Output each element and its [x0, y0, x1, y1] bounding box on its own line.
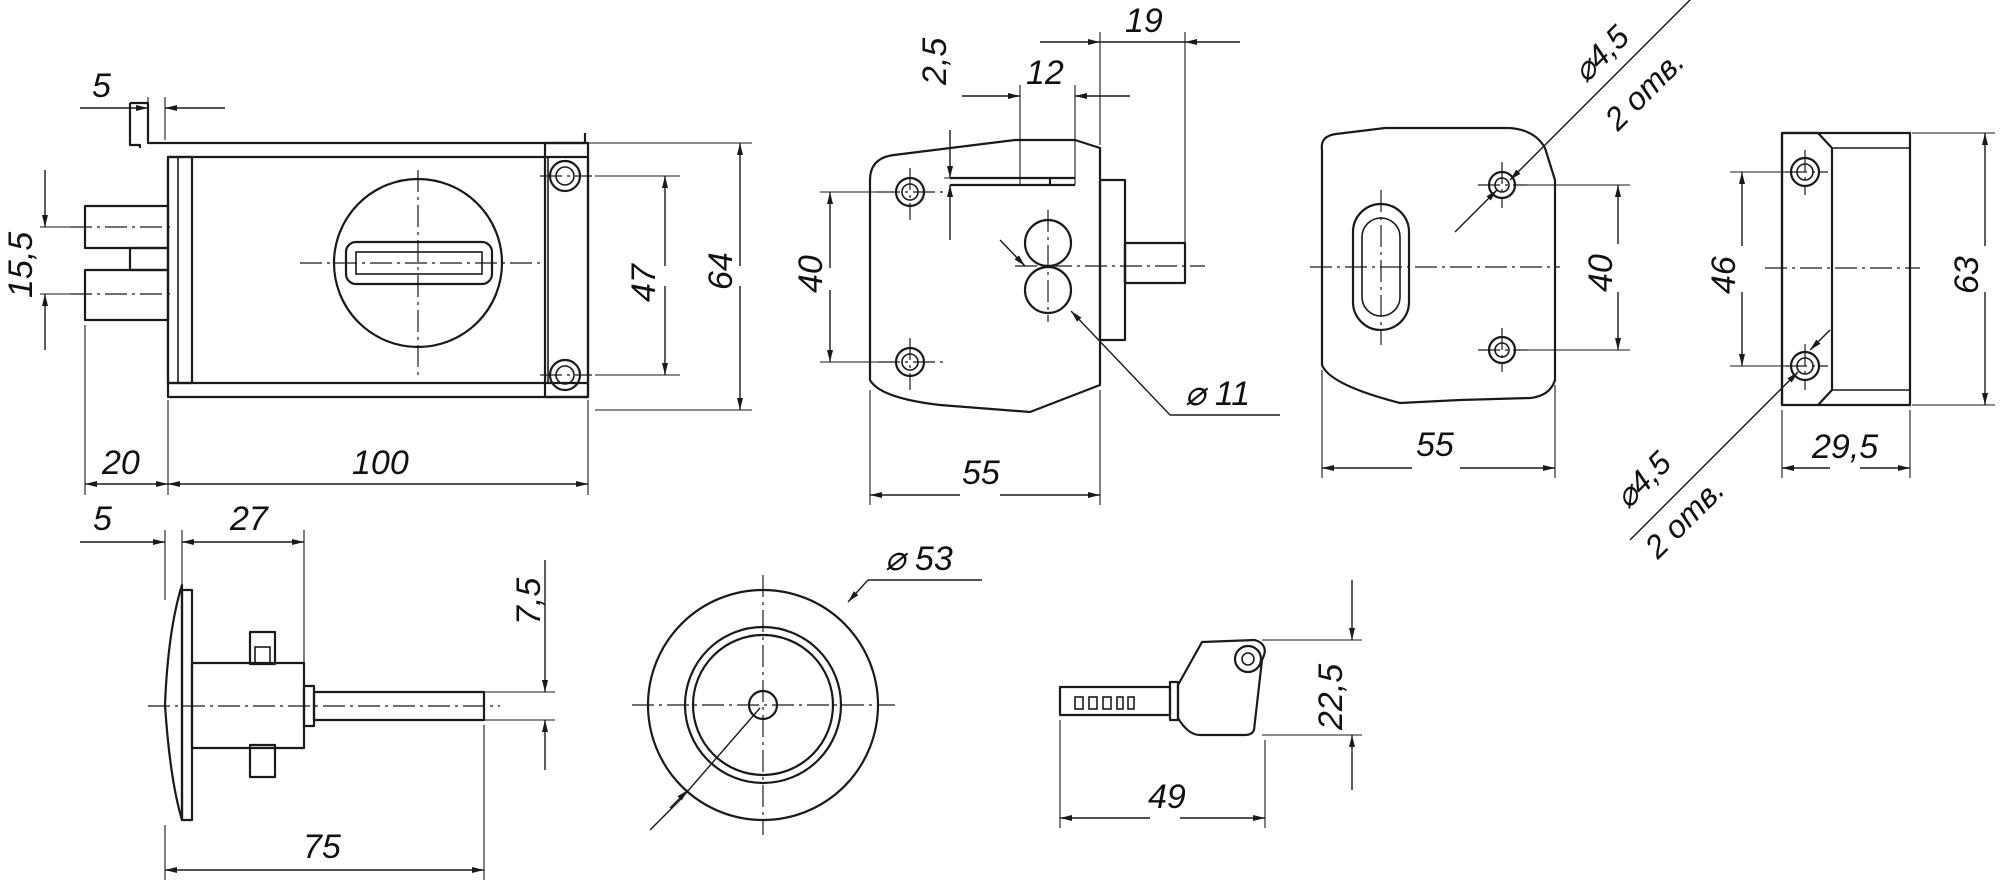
dim-side-hole-dia-value: 11: [1215, 375, 1250, 413]
dim-cyl-neck: 27: [229, 500, 269, 538]
cylinder-view: 5 27 75 7,5: [80, 500, 555, 880]
dim-rosette-value: 53: [915, 540, 953, 578]
dim-front-hole-spacing: 47: [625, 263, 663, 302]
dim-plate-height: 63: [1948, 256, 1986, 294]
dim-cyl-total: 75: [303, 828, 341, 866]
dim-plate-hole: ⌀4,5: [1607, 444, 1678, 515]
dim-plate-depth: 29,5: [1811, 428, 1878, 466]
dim-front-body-len: 100: [352, 444, 409, 482]
back-view: ⌀4,5 2 отв. 40 55: [1310, 0, 1691, 478]
dim-cyl-tail: 7,5: [510, 578, 548, 625]
dim-front-bolt-len: 20: [101, 444, 140, 482]
dim-side-height: 40: [792, 255, 830, 293]
dim-back-height: 40: [1582, 254, 1620, 292]
dim-side-width: 55: [962, 454, 1000, 492]
dim-front-height: 64: [702, 252, 740, 290]
rosette-view: ⌀ 53: [632, 540, 982, 835]
dim-key-height: 22,5: [1312, 664, 1350, 731]
dim-side-width-12: 12: [1026, 54, 1064, 92]
dim-back-width: 55: [1416, 426, 1454, 464]
dim-front-shaft-spacing: 15,5: [2, 232, 40, 298]
diameter-symbol: ⌀: [1185, 375, 1215, 413]
dim-front-offset: 5: [92, 67, 111, 105]
side-view: 2,5 12 19 40 ⌀ 11 55: [792, 2, 1280, 505]
dim-back-hole: ⌀4,5: [1565, 18, 1636, 89]
key-view: 22,5 49: [1058, 580, 1362, 828]
strike-plate-view: 46 63 29,5 ⌀4,5 2 отв.: [1607, 131, 1995, 566]
front-view: 5 15,5 47 64 20 100: [2, 67, 752, 495]
dim-side-hole-dia: ⌀ 11: [1185, 375, 1250, 413]
dim-side-bolt-proj: 19: [1125, 2, 1163, 40]
dim-rosette: ⌀ 53: [885, 540, 953, 578]
dim-plate-spacing: 46: [1705, 256, 1743, 294]
dim-key-length: 49: [1148, 778, 1186, 816]
diameter-symbol: ⌀: [885, 540, 915, 578]
dim-cyl-flange: 5: [93, 500, 112, 538]
dim-side-top-offset: 2,5: [916, 38, 954, 86]
